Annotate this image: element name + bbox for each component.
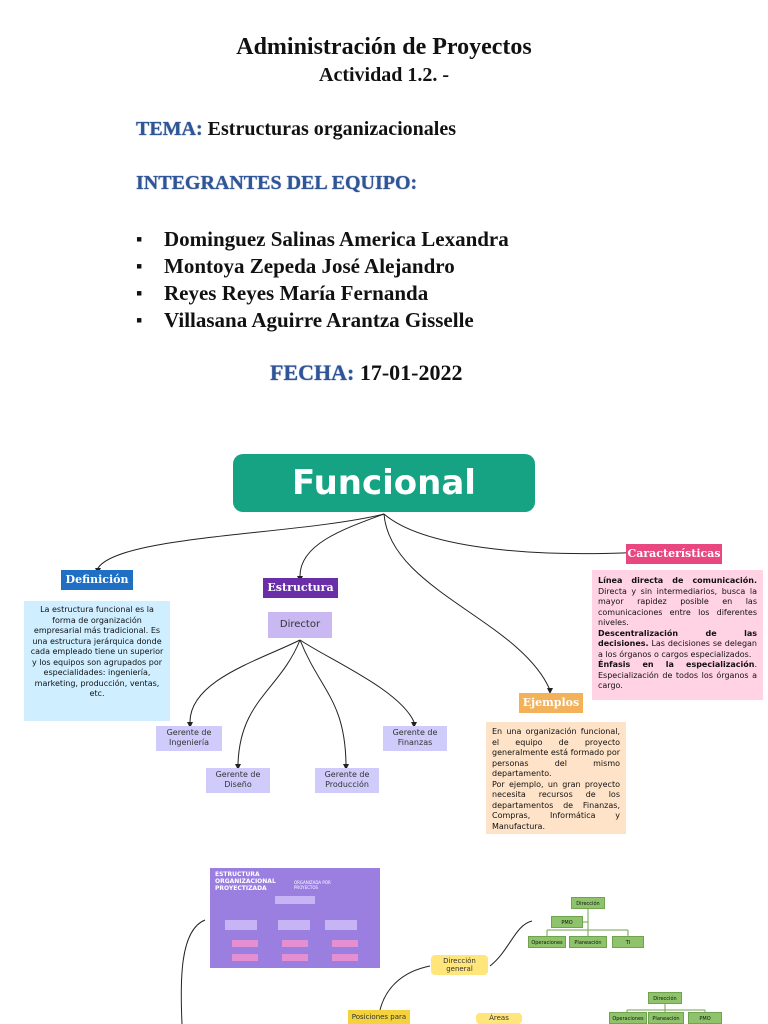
fecha-line: FECHA: 17-01-2022 xyxy=(270,360,462,386)
definicion-label: Definición xyxy=(61,570,133,590)
ejemplos-text-1: En una organización funcional, el equipo… xyxy=(492,727,620,778)
image-box xyxy=(232,940,258,947)
image-box xyxy=(225,920,257,930)
caracteristicas-note: Línea directa de comunicación. Directa y… xyxy=(592,570,763,700)
member-item: Reyes Reyes María Fernanda xyxy=(136,280,509,307)
tema-line: TEMA: Estructuras organizacionales xyxy=(136,118,456,141)
tree2-child-node: Planeación xyxy=(648,1012,684,1024)
definicion-note: La estructura funcional es la forma de o… xyxy=(24,601,170,721)
member-item: Villasana Aguirre Arantza Gisselle xyxy=(136,307,509,334)
tema-value: Estructuras organizacionales xyxy=(207,118,456,140)
fecha-value: 17-01-2022 xyxy=(359,360,463,385)
estructura-label: Estructura xyxy=(263,578,338,598)
caracteristica-item: Énfasis en la especialización. Especiali… xyxy=(598,660,757,692)
document-title: Administración de Proyectos xyxy=(236,34,532,60)
team-members-list: Dominguez Salinas America Lexandra Monto… xyxy=(136,226,509,334)
gerente-produccion-node: Gerente de Producción xyxy=(315,768,379,793)
fecha-label: FECHA: xyxy=(270,360,355,385)
posiciones-node: Posiciones para xyxy=(348,1010,410,1024)
activity-subtitle: Actividad 1.2. - xyxy=(319,64,449,86)
tree1-child-node: Planeación xyxy=(569,936,607,948)
image-box xyxy=(278,920,310,930)
tree1-child-node: TI xyxy=(612,936,644,948)
caracteristicas-label: Características xyxy=(626,544,722,564)
tree2-child-node: Operaciones xyxy=(609,1012,647,1024)
gerente-ingenieria-node: Gerente de Ingeniería xyxy=(156,726,222,751)
areas-node: Áreas xyxy=(476,1013,522,1024)
image-box xyxy=(332,954,358,961)
ejemplos-note: En una organización funcional, el equipo… xyxy=(486,722,626,834)
caracteristica-item: Descentralización de las decisiones. Las… xyxy=(598,629,757,661)
gerente-diseno-node: Gerente de Diseño xyxy=(206,768,270,793)
gerente-finanzas-node: Gerente de Finanzas xyxy=(383,726,447,751)
director-node: Director xyxy=(268,612,332,638)
funcional-title-box: Funcional xyxy=(233,454,535,512)
tree1-pmo-node: PMO xyxy=(551,916,583,928)
caracteristica-text: . Especialización de todos los órganos a… xyxy=(598,660,757,690)
image-box xyxy=(325,920,357,930)
image-box xyxy=(282,940,308,947)
member-item: Montoya Zepeda José Alejandro xyxy=(136,253,509,280)
member-item: Dominguez Salinas America Lexandra xyxy=(136,226,509,253)
tema-label: TEMA: xyxy=(136,118,203,140)
tree1-root-node: Dirección xyxy=(571,897,605,909)
image-box xyxy=(332,940,358,947)
caracteristica-bold: Línea directa de comunicación. xyxy=(598,576,757,585)
proyectizada-image: ESTRUCTURA ORGANIZACIONAL PROYECTIZADA O… xyxy=(210,868,380,968)
proyectizada-image-caption: ORGANIZADA POR PROYECTOS xyxy=(294,880,331,890)
caracteristica-bold: Descentralización de las decisiones. xyxy=(598,628,757,649)
caracteristica-bold: Énfasis en la especialización xyxy=(598,660,755,669)
tree1-child-node: Operaciones xyxy=(528,936,566,948)
caracteristica-text: Directa y sin intermediarios, busca la m… xyxy=(598,586,757,628)
ejemplos-text-2: Por ejemplo, un gran proyecto necesita r… xyxy=(492,779,620,831)
image-box xyxy=(282,954,308,961)
caracteristica-item: Línea directa de comunicación. Directa y… xyxy=(598,576,757,629)
caracteristica-text: Las decisiones se delegan a los órganos … xyxy=(598,639,757,659)
direccion-general-node: Dirección general xyxy=(431,955,488,975)
tree2-root-node: Dirección xyxy=(648,992,682,1004)
image-box xyxy=(232,954,258,961)
ejemplos-label: Ejemplos xyxy=(519,693,583,713)
tree2-child-node: PMO xyxy=(688,1012,722,1024)
image-box xyxy=(275,896,315,904)
team-heading: INTEGRANTES DEL EQUIPO: xyxy=(136,172,418,194)
proyectizada-image-title: ESTRUCTURA ORGANIZACIONAL PROYECTIZADA xyxy=(215,871,276,892)
